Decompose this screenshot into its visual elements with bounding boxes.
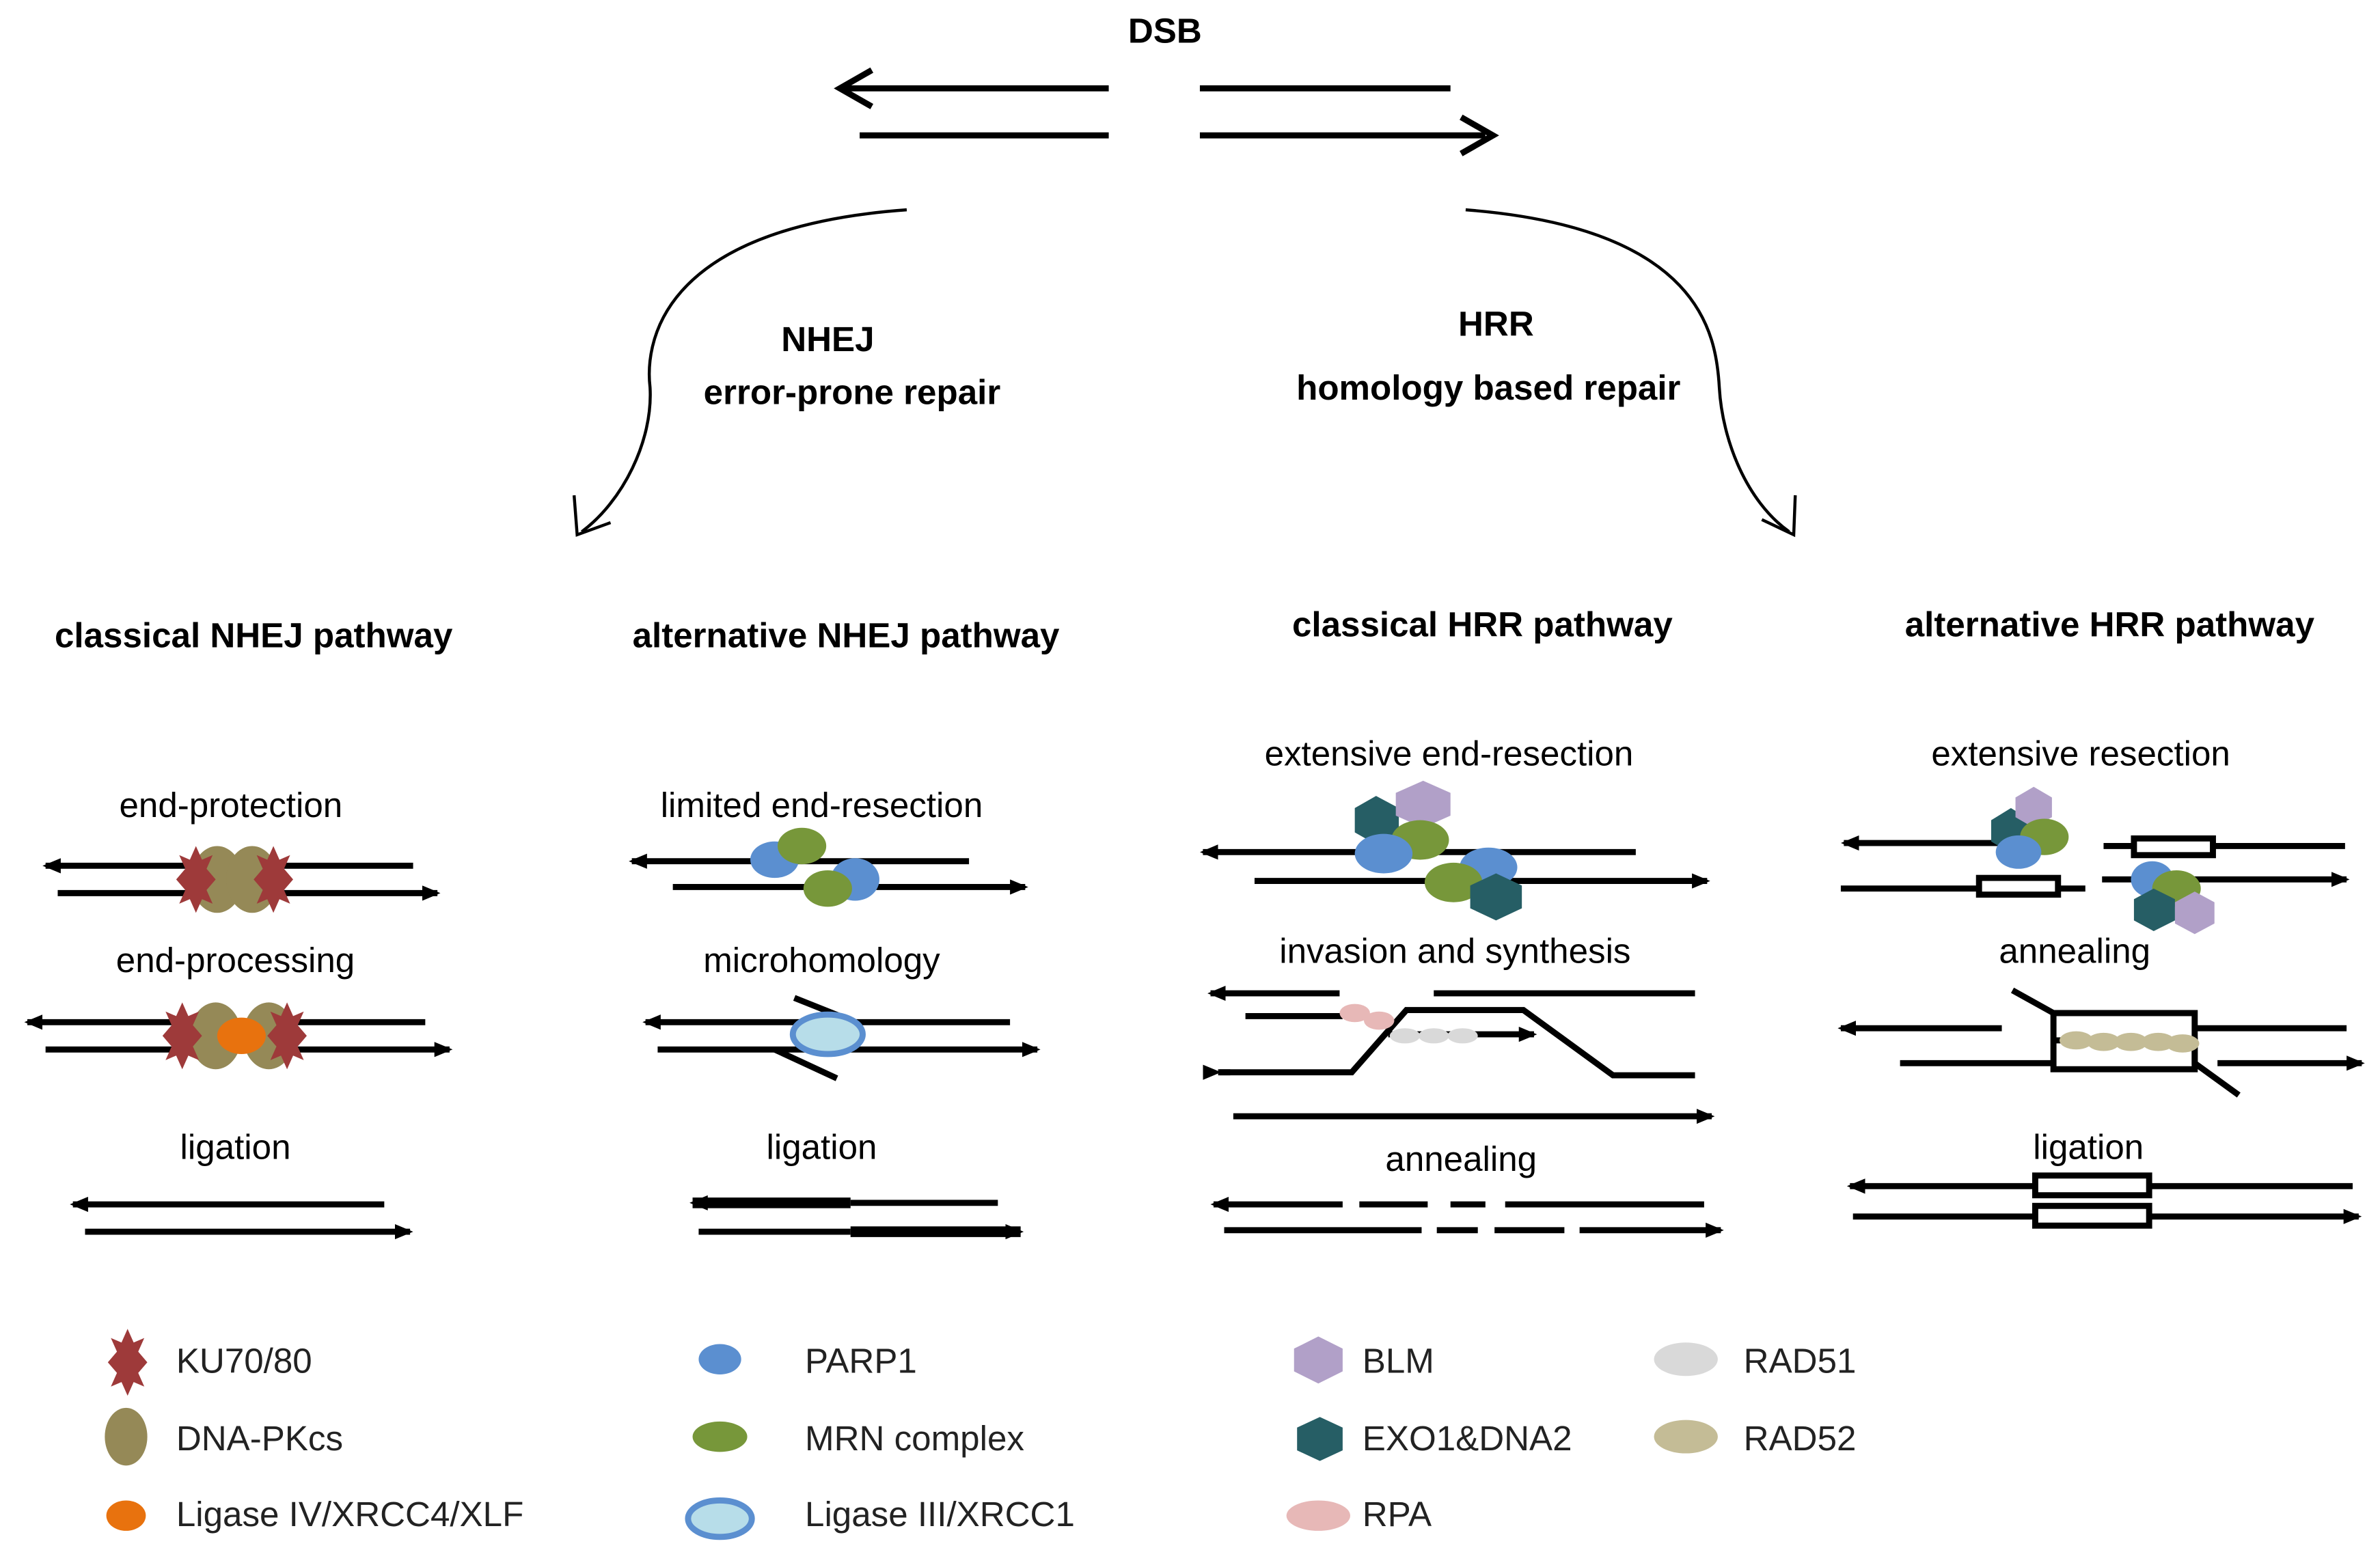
exo1-dna2-shape	[1470, 873, 1522, 921]
rad51-icon	[1654, 1342, 1718, 1377]
step-label: end-processing	[116, 941, 355, 980]
rad52-shape	[2142, 1032, 2175, 1051]
hrr-title: HRR	[1458, 305, 1534, 344]
rad51-shape	[1447, 1028, 1478, 1044]
mrn-shape	[1424, 862, 1483, 902]
ligase-iii-icon	[685, 1497, 755, 1540]
alternative-hrr-panel: extensive resection annealing	[1837, 734, 2365, 1229]
rad52-shape	[2087, 1032, 2120, 1051]
ku70-80-shape	[176, 846, 216, 913]
blm-shape	[2015, 786, 2052, 828]
parp1-shape	[1354, 833, 1413, 874]
rad52-shape	[2114, 1032, 2148, 1051]
legend-label: KU70/80	[176, 1342, 312, 1381]
nhej-subtitle: error-prone repair	[704, 373, 1001, 412]
parp1-icon	[698, 1344, 741, 1374]
step-label: ligation	[767, 1127, 877, 1166]
alternative-nhej-panel: limited end-resection microhomology liga…	[629, 786, 1041, 1240]
legend: KU70/80 DNA-PKcs Ligase IV/XRCC4/XLF PAR…	[105, 1329, 1857, 1540]
step-label: extensive end-resection	[1265, 734, 1634, 773]
legend-label: EXO1&DNA2	[1363, 1419, 1572, 1458]
parp1-shape	[1995, 835, 2042, 869]
step-label: end-protection	[119, 786, 342, 825]
ku70-80-shape	[254, 846, 293, 913]
step-label: extensive resection	[1931, 734, 2230, 773]
legend-label: BLM	[1363, 1342, 1434, 1381]
rad51-shape	[1419, 1028, 1449, 1044]
mrn-icon	[692, 1421, 748, 1452]
rad52-shape	[2060, 1031, 2093, 1050]
legend-item-ligase-iv: Ligase IV/XRCC4/XLF	[106, 1495, 523, 1534]
blm-shape	[1395, 780, 1451, 828]
legend-item-exo1-dna2: EXO1&DNA2	[1297, 1417, 1572, 1461]
rpa-shape	[1364, 1011, 1395, 1030]
dsb-strands	[834, 67, 1499, 156]
classical-nhej-title: classical NHEJ pathway	[55, 615, 453, 654]
step-label: annealing	[1385, 1139, 1537, 1178]
legend-item-blm: BLM	[1294, 1336, 1434, 1384]
rad52-chain	[2060, 1031, 2200, 1053]
legend-label: RAD51	[1744, 1342, 1857, 1381]
step-label: invasion and synthesis	[1279, 932, 1630, 971]
step-label: ligation	[2033, 1127, 2144, 1166]
legend-item-ligase-iii: Ligase III/XRCC1	[685, 1495, 1075, 1540]
alternative-hrr-title: alternative HRR pathway	[1905, 605, 2315, 644]
nhej-title: NHEJ	[781, 320, 874, 359]
rpa-icon	[1286, 1500, 1350, 1531]
step-label: microhomology	[703, 941, 940, 980]
legend-item-dna-pkcs: DNA-PKcs	[105, 1407, 343, 1466]
rad51-shape	[1389, 1028, 1421, 1044]
step-label: ligation	[180, 1127, 291, 1166]
blm-shape	[2174, 891, 2215, 935]
exo1-dna2-shape	[2133, 888, 2175, 931]
rpa-shape	[1339, 1004, 1370, 1023]
legend-item-rad52: RAD52	[1654, 1419, 1857, 1458]
legend-label: Ligase IV/XRCC4/XLF	[176, 1495, 523, 1534]
dna-pkcs-shape	[189, 1002, 242, 1070]
hrr-subtitle: homology based repair	[1296, 368, 1680, 407]
ligase-iv-icon	[106, 1500, 146, 1531]
rad52-shape	[2165, 1034, 2200, 1053]
legend-label: Ligase III/XRCC1	[805, 1495, 1075, 1534]
ligase-iii-shape	[789, 1011, 866, 1057]
legend-item-mrn: MRN complex	[692, 1419, 1024, 1458]
legend-label: RAD52	[1744, 1419, 1857, 1458]
mrn-shape	[803, 870, 852, 907]
legend-item-ku70-80: KU70/80	[107, 1329, 312, 1396]
step-label: limited end-resection	[661, 786, 983, 825]
exo1-dna2-shape	[1354, 796, 1399, 845]
rad52-icon	[1654, 1420, 1718, 1454]
legend-label: MRN complex	[805, 1419, 1024, 1458]
ligase-iv-shape	[217, 1017, 266, 1054]
blm-icon	[1294, 1336, 1343, 1384]
ku70-80-shape	[162, 1002, 202, 1070]
legend-item-parp1: PARP1	[698, 1342, 917, 1381]
ku70-80-icon	[107, 1329, 148, 1396]
ku70-80-shape	[267, 1002, 307, 1070]
classical-hrr-panel: extensive end-resection invasion and syn…	[1199, 734, 1724, 1238]
legend-label: PARP1	[805, 1342, 917, 1381]
branch-arrows	[572, 208, 1797, 538]
alternative-nhej-title: alternative NHEJ pathway	[633, 615, 1060, 654]
legend-item-rad51: RAD51	[1654, 1342, 1857, 1381]
dna-pkcs-icon	[105, 1407, 148, 1466]
classical-hrr-title: classical HRR pathway	[1292, 605, 1673, 644]
legend-label: DNA-PKcs	[176, 1419, 343, 1458]
dsb-title: DSB	[1128, 12, 1202, 51]
exo1-dna2-icon	[1297, 1417, 1343, 1461]
classical-nhej-panel: end-protection end-processing ligation	[24, 786, 453, 1240]
legend-item-rpa: RPA	[1286, 1495, 1432, 1534]
legend-label: RPA	[1363, 1495, 1432, 1534]
mrn-shape	[778, 827, 827, 865]
step-label: annealing	[1999, 932, 2150, 971]
